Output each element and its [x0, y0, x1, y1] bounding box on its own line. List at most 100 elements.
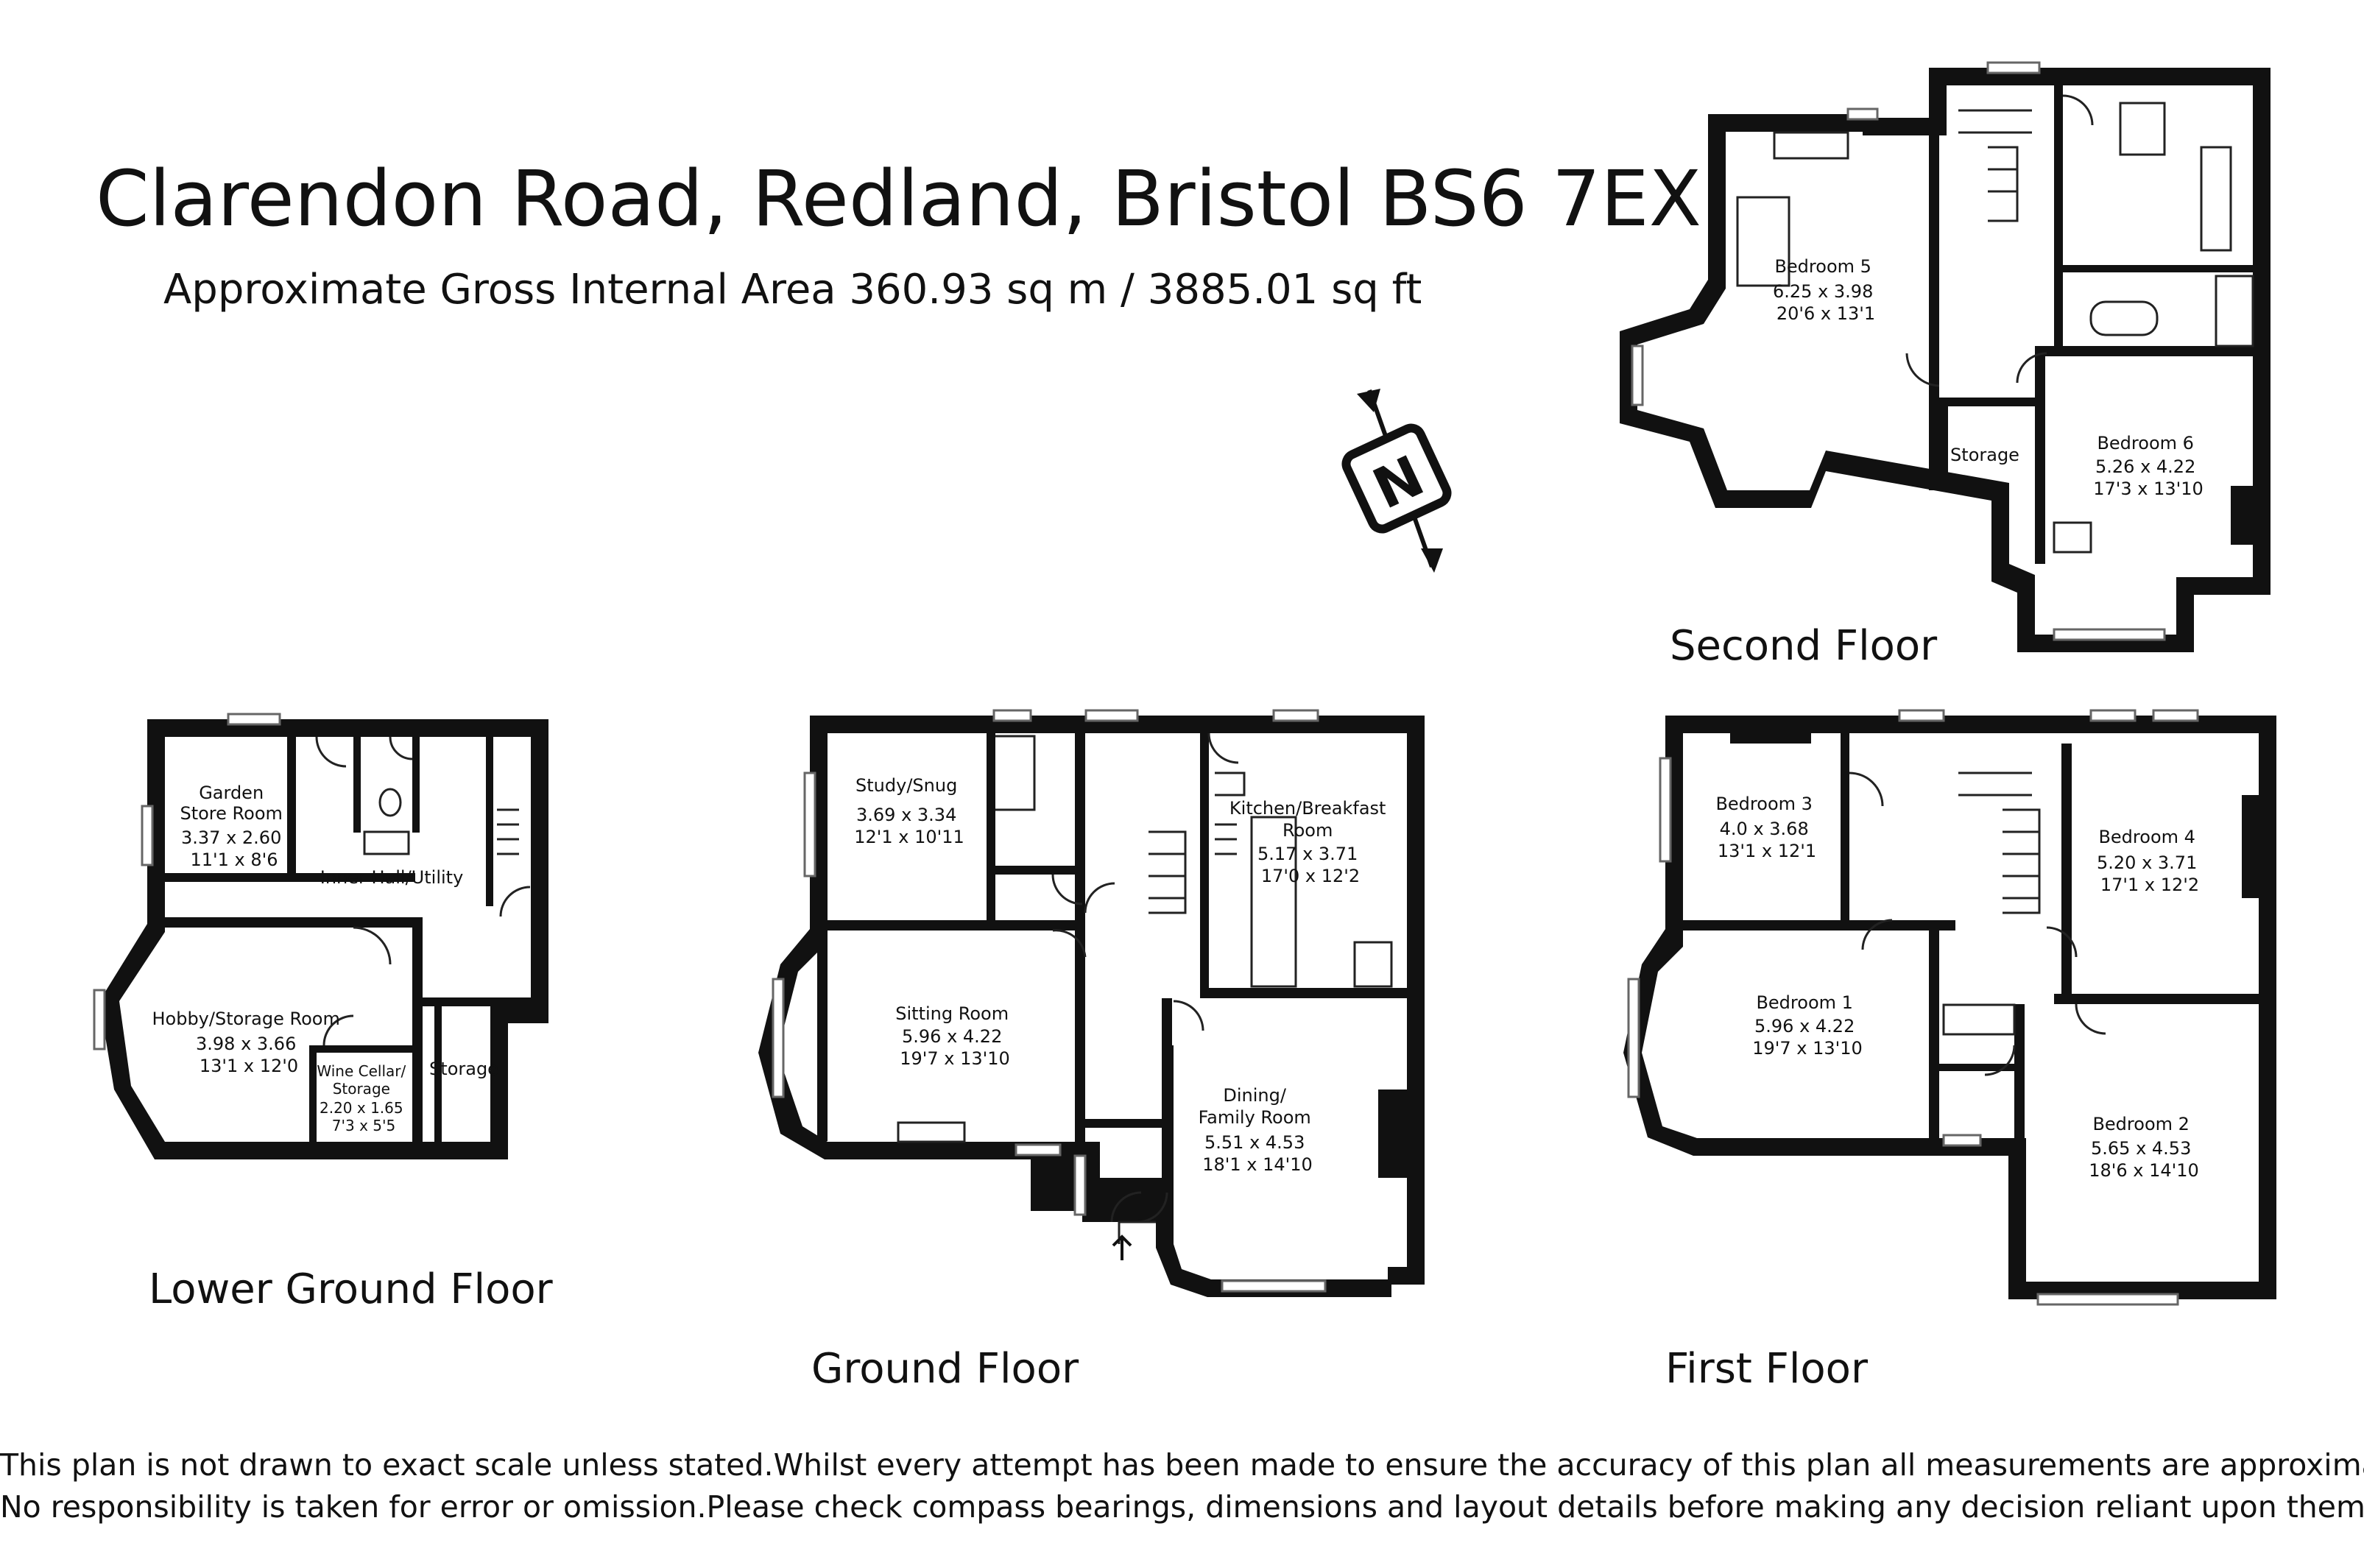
- sink-icon: [363, 830, 410, 855]
- wall: [987, 733, 995, 921]
- room-name: Storage: [429, 1059, 498, 1079]
- chimney-breast: [2231, 486, 2253, 545]
- wall: [1929, 930, 1939, 1138]
- door-swing: [315, 736, 347, 768]
- wall: [412, 917, 423, 1142]
- room-dimensions-metric: 3.69 x 3.34: [856, 805, 956, 825]
- wall: [309, 1045, 412, 1053]
- bath-icon: [2089, 300, 2159, 336]
- wall: [1929, 398, 2039, 406]
- room-dimensions-imperial: 18'6 x 14'10: [2089, 1160, 2199, 1181]
- shower-icon: [2215, 275, 2254, 347]
- ground-floor-outline: [758, 716, 1425, 1297]
- window: [1272, 709, 1319, 722]
- window: [772, 978, 785, 1098]
- skylight: [2053, 521, 2092, 554]
- chimney-breast: [2242, 795, 2259, 898]
- disclaimer-line-1: This plan is not drawn to exact scale un…: [0, 1447, 2364, 1483]
- wall: [1082, 1119, 1162, 1128]
- sink-icon: [1773, 131, 1849, 160]
- wall: [1200, 988, 1407, 998]
- wall: [486, 737, 493, 906]
- wall: [1939, 1064, 2014, 1071]
- wall: [2045, 346, 2253, 356]
- room-name: Kitchen/Breakfast: [1229, 798, 1386, 819]
- room-dimensions-metric: 3.98 x 3.66: [196, 1034, 296, 1054]
- wall: [1683, 920, 1955, 930]
- skylight: [1736, 196, 1790, 287]
- room-name: Room: [1282, 820, 1333, 841]
- wardrobe: [2200, 146, 2232, 252]
- kitchen-island: [1250, 816, 1297, 988]
- window: [1631, 345, 1644, 406]
- wall: [2054, 994, 2259, 1004]
- room-name: Garden: [199, 783, 264, 803]
- room-name: Bedroom 6: [2097, 433, 2193, 453]
- wall: [2061, 744, 2072, 994]
- door-swing: [1849, 771, 2078, 958]
- room-label: Hobby/Storage Room 3.98 x 3.66 13'1 x 12…: [152, 1009, 345, 1076]
- room-name: Bedroom 1: [1756, 992, 1852, 1013]
- door-swing: [322, 1014, 354, 1046]
- window: [2152, 709, 2199, 722]
- window: [1073, 1154, 1087, 1216]
- room-label: Bedroom 4 5.20 x 3.71 17'1 x 12'2: [2097, 827, 2203, 895]
- bath-icon: [995, 735, 1036, 811]
- room-dimensions-metric: 5.51 x 4.53: [1204, 1132, 1305, 1153]
- shower-icon: [1942, 1003, 2016, 1036]
- floor-label-ground: Ground Floor: [811, 1345, 1079, 1393]
- lower-ground-outline: [99, 719, 548, 1159]
- wall: [1939, 406, 1948, 490]
- room-label: Garden Store Room 3.37 x 2.60 11'1 x 8'6: [180, 783, 288, 870]
- room-name: Study/Snug: [855, 775, 957, 796]
- room-dimensions-metric: 2.20 x 1.65: [320, 1099, 403, 1117]
- window: [1084, 709, 1139, 722]
- second-floor-plan: Bedroom 5 6.25 x 3.98 20'6 x 13'1 Bedroo…: [1620, 61, 2271, 652]
- window: [1221, 1279, 1327, 1293]
- wall: [1929, 85, 1939, 490]
- wall: [1730, 733, 1811, 744]
- page-title: Clarendon Road, Redland, Bristol BS6 7EX: [96, 154, 1702, 244]
- wall: [1200, 733, 1209, 988]
- wall: [1162, 998, 1172, 1168]
- room-name: Hobby/Storage Room: [152, 1009, 339, 1029]
- window: [141, 805, 154, 866]
- room-dimensions-imperial: 17'3 x 13'10: [2093, 478, 2204, 499]
- room-dimensions-imperial: 20'6 x 13'1: [1776, 303, 1875, 324]
- room-name: Storage: [1950, 445, 2019, 465]
- porch: [1118, 1221, 1156, 1244]
- room-dimensions-metric: 6.25 x 3.98: [1773, 281, 1873, 302]
- wall: [165, 917, 423, 928]
- window: [803, 771, 816, 877]
- room-dimensions-metric: 5.17 x 3.71: [1257, 844, 1358, 864]
- room-label: Dining/ Family Room 5.51 x 4.53 18'1 x 1…: [1199, 1085, 1317, 1175]
- room-name: Storage: [333, 1080, 390, 1098]
- room-dimensions-imperial: 13'1 x 12'0: [200, 1056, 298, 1076]
- window: [2053, 628, 2166, 641]
- wall: [353, 737, 361, 833]
- room-dimensions-imperial: 11'1 x 8'6: [190, 850, 278, 870]
- first-floor-plan: Bedroom 3 4.0 x 3.68 13'1 x 12'1 Bedroom…: [1623, 709, 2276, 1306]
- staircase: [1353, 941, 1393, 988]
- room-dimensions-imperial: 17'0 x 12'2: [1261, 866, 1360, 886]
- wall: [1841, 733, 1849, 920]
- room-name: Store Room: [180, 803, 282, 824]
- window: [1942, 1134, 1982, 1147]
- wall: [2035, 346, 2045, 564]
- window: [1898, 709, 1945, 722]
- window: [1015, 1143, 1062, 1156]
- room-dimensions-metric: 5.26 x 4.22: [2095, 456, 2195, 477]
- room-dimensions-imperial: 19'7 x 13'10: [900, 1048, 1010, 1069]
- room-label: Sitting Room 5.96 x 4.22 19'7 x 13'10: [895, 1003, 1014, 1069]
- compass-north-icon: N: [1341, 389, 1452, 573]
- room-dimensions-imperial: 19'7 x 13'10: [1752, 1038, 1863, 1059]
- wall: [434, 1006, 442, 1142]
- room-dimensions-imperial: 12'1 x 10'11: [854, 827, 964, 847]
- room-dimensions-imperial: 18'1 x 14'10: [1202, 1154, 1313, 1175]
- floor-label-first: First Floor: [1665, 1345, 1868, 1393]
- room-name: Bedroom 2: [2092, 1114, 2189, 1134]
- fireplace: [897, 1121, 966, 1143]
- ground-floor-plan: Study/Snug 3.69 x 3.34 12'1 x 10'11 Kitc…: [758, 709, 1425, 1297]
- wall: [2063, 265, 2253, 272]
- room-label: Bedroom 5 6.25 x 3.98 20'6 x 13'1: [1773, 256, 1879, 324]
